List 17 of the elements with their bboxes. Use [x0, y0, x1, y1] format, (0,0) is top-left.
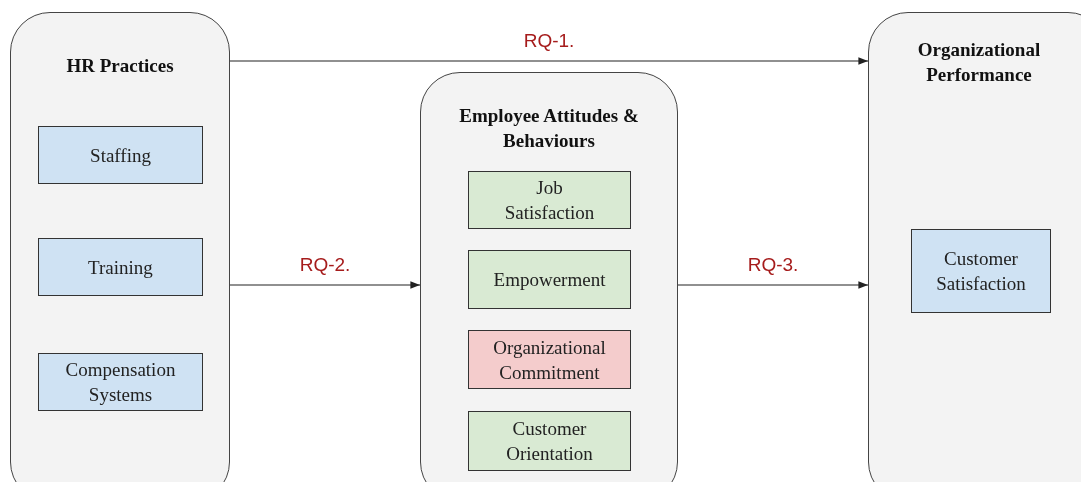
arrow — [229, 57, 869, 65]
item-box: Training — [38, 238, 203, 296]
arrow — [677, 281, 869, 289]
group-panel — [868, 12, 1081, 482]
item-box: Empowerment — [468, 250, 631, 309]
item-box: Customer Satisfaction — [911, 229, 1051, 313]
group-panel — [420, 72, 678, 482]
panel-heading: Employee Attitudes & Behaviours — [458, 104, 640, 153]
panel-heading: Organizational Performance — [916, 38, 1042, 87]
panel-heading: HR Practices — [65, 54, 175, 78]
item-box: Compensation Systems — [38, 353, 203, 411]
group-panel — [10, 12, 230, 482]
item-box: Job Satisfaction — [468, 171, 631, 229]
arrow — [229, 281, 421, 289]
item-box: Organizational Commitment — [468, 330, 631, 389]
item-box: Customer Orientation — [468, 411, 631, 471]
item-box: Staffing — [38, 126, 203, 184]
